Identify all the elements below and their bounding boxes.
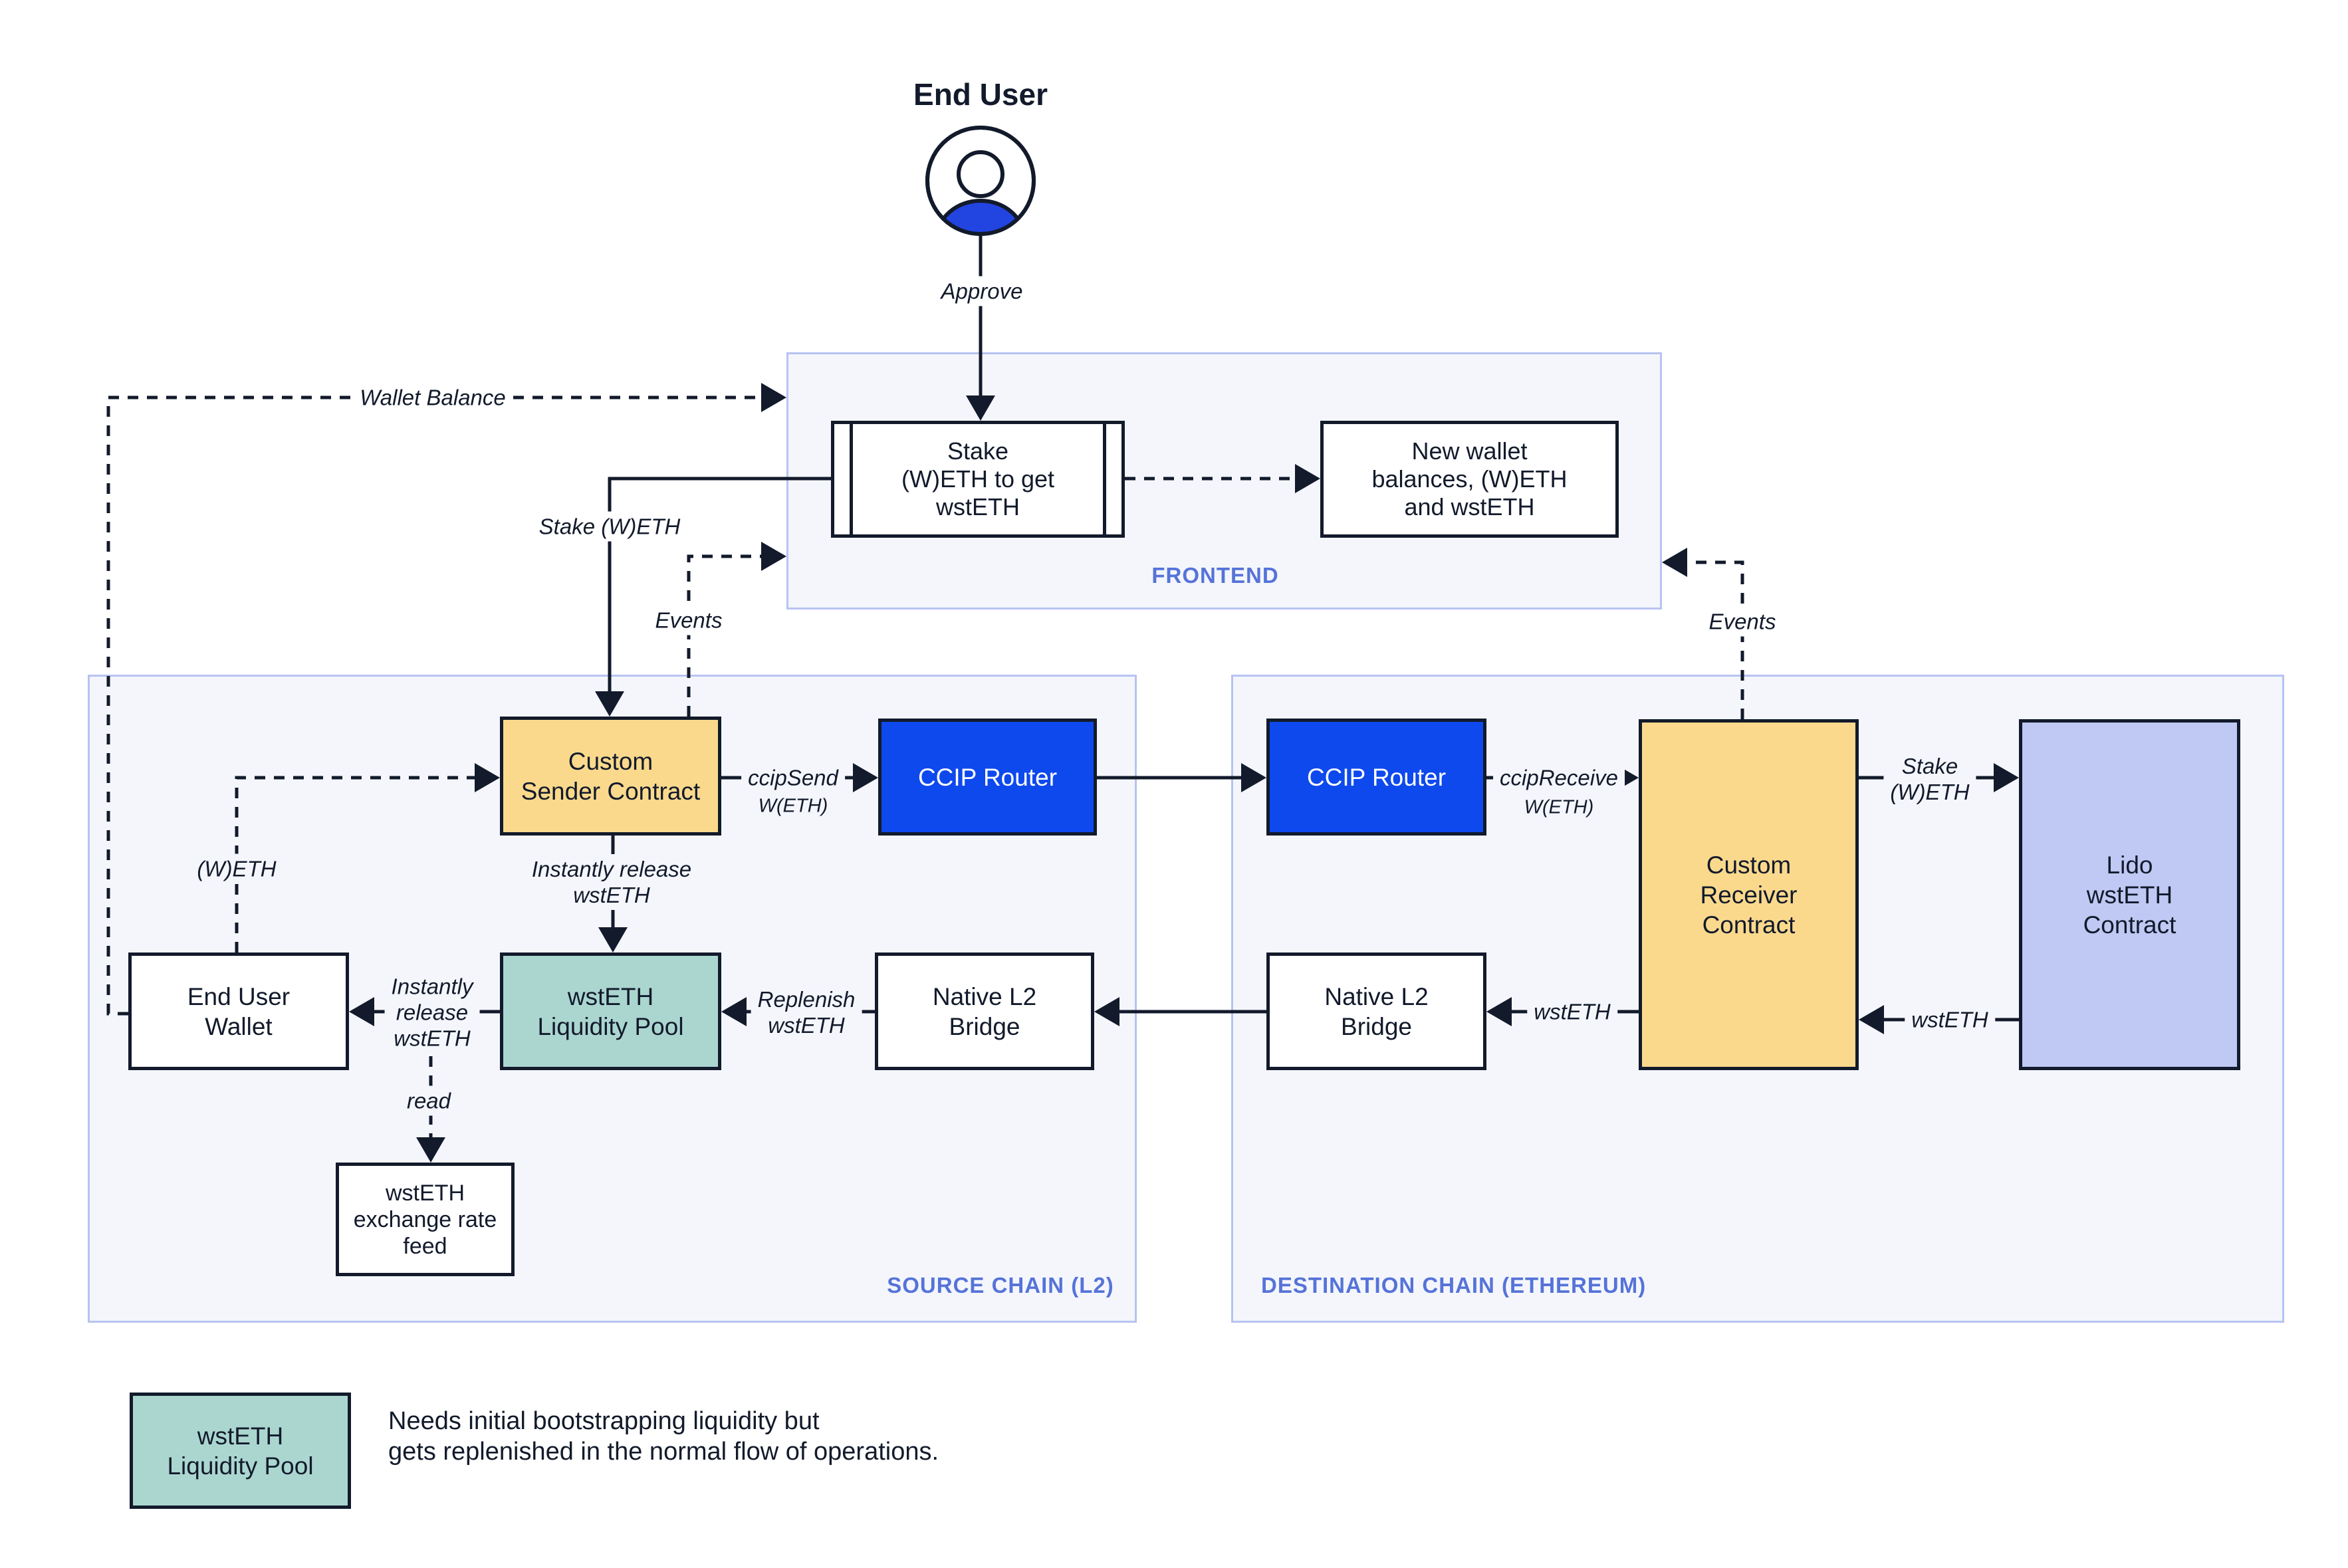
subprocess-bar-right xyxy=(1103,424,1106,534)
edge-weth xyxy=(235,776,475,952)
label-weth: (W)ETH xyxy=(190,853,283,884)
label-wallet-balance: Wallet Balance xyxy=(353,382,513,413)
node-custom-receiver-contract: Custom Receiver Contract xyxy=(1639,719,1859,1070)
destination-chain-label: DESTINATION CHAIN (ETHEREUM) xyxy=(1261,1273,1647,1297)
node-end-user-wallet: End User Wallet xyxy=(128,952,349,1070)
node-ccip-router-destination: CCIP Router xyxy=(1266,719,1486,836)
custom-sender-label: Custom Sender Contract xyxy=(521,747,701,805)
subprocess-bar-left xyxy=(850,424,853,534)
node-ccip-router-source: CCIP Router xyxy=(878,719,1097,836)
exchange-feed-label: wstETH exchange rate feed xyxy=(353,1180,497,1259)
node-new-wallet-label: New wallet balances, (W)ETH and wstETH xyxy=(1371,437,1568,520)
node-native-l2-bridge-source: Native L2 Bridge xyxy=(875,952,1094,1070)
frontend-label: FRONTEND xyxy=(1151,563,1279,588)
node-stake-subprocess: Stake (W)ETH to get wstETH xyxy=(831,421,1125,538)
edge-events-right xyxy=(1687,560,1744,719)
label-approve: Approve xyxy=(934,276,1030,306)
edge-stake-weth xyxy=(608,477,831,691)
liquidity-pool-label: wstETH Liquidity Pool xyxy=(537,982,684,1040)
label-events-left: Events xyxy=(648,605,729,635)
label-events-right: Events xyxy=(1702,606,1783,637)
node-custom-sender-contract: Custom Sender Contract xyxy=(500,717,721,836)
person-icon xyxy=(925,126,1036,236)
end-user-title: End User xyxy=(913,77,1048,112)
lido-contract-label: Lido wstETH Contract xyxy=(2083,851,2176,939)
node-wsteth-liquidity-pool: wstETH Liquidity Pool xyxy=(500,952,721,1070)
label-ccipreceive: ccipReceive xyxy=(1493,762,1625,793)
label-instantly-release-wallet: Instantly release wstETH xyxy=(384,971,480,1054)
edge-events-left xyxy=(687,554,761,717)
label-replenish: Replenish wstETH xyxy=(751,984,862,1040)
end-user-wallet-label: End User Wallet xyxy=(187,982,291,1040)
legend-note: Needs initial bootstrapping liquidity bu… xyxy=(388,1407,939,1466)
label-wsteth-to-bridge: wstETH xyxy=(1527,996,1617,1027)
node-stake-label: Stake (W)ETH to get wstETH xyxy=(901,437,1055,520)
label-ccipsend-sub: W(ETH) xyxy=(751,791,835,822)
node-lido-wsteth-contract: Lido wstETH Contract xyxy=(2019,719,2240,1070)
legend-swatch-liquidity-pool: wstETH Liquidity Pool xyxy=(130,1393,351,1509)
label-ccipreceive-sub: W(ETH) xyxy=(1517,792,1601,823)
label-read: read xyxy=(400,1085,458,1116)
legend-swatch-label: wstETH Liquidity Pool xyxy=(167,1422,314,1480)
arrowheads xyxy=(349,383,2019,1163)
label-instantly-release-sender: Instantly release wstETH xyxy=(525,854,699,910)
node-wsteth-exchange-rate-feed: wstETH exchange rate feed xyxy=(336,1163,515,1276)
node-native-l2-bridge-destination: Native L2 Bridge xyxy=(1266,952,1486,1070)
ccip-router-source-label: CCIP Router xyxy=(917,763,1058,791)
custom-receiver-label: Custom Receiver Contract xyxy=(1700,851,1798,939)
label-stake-weth-dest: Stake (W)ETH xyxy=(1883,751,1976,807)
ccip-router-destination-label: CCIP Router xyxy=(1306,763,1447,791)
source-chain-label: SOURCE CHAIN (L2) xyxy=(887,1273,1114,1297)
edge-wallet-balance xyxy=(106,395,761,1016)
label-ccipsend: ccipSend xyxy=(741,762,845,793)
native-bridge-destination-label: Native L2 Bridge xyxy=(1324,982,1429,1040)
label-stake-weth: Stake (W)ETH xyxy=(532,511,687,542)
label-wsteth-from-lido: wstETH xyxy=(1905,1004,1995,1035)
native-bridge-source-label: Native L2 Bridge xyxy=(932,982,1037,1040)
node-new-wallet-balances: New wallet balances, (W)ETH and wstETH xyxy=(1320,421,1619,538)
